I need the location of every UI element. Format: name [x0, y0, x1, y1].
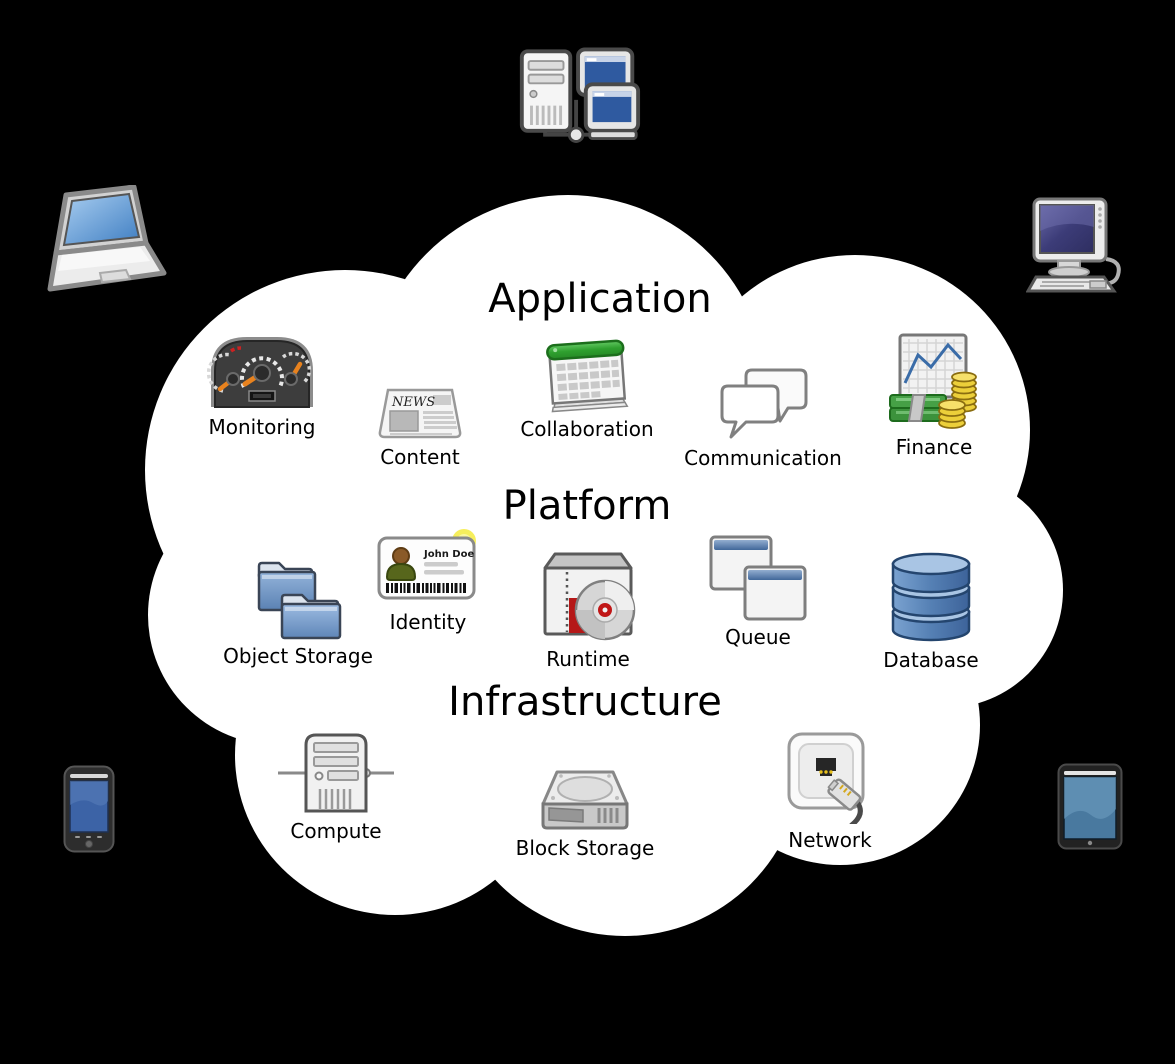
item-label: Communication	[684, 446, 842, 470]
item-queue: Queue	[678, 535, 838, 649]
item-label: Collaboration	[520, 417, 654, 441]
item-label: Block Storage	[515, 836, 655, 860]
item-label: Runtime	[546, 647, 630, 671]
tablet-icon	[1057, 763, 1123, 850]
item-object-storage: Object Storage	[198, 548, 398, 668]
money-chart-icon	[889, 333, 977, 429]
item-label: Compute	[290, 819, 382, 843]
item-label: Finance	[895, 435, 973, 459]
item-label: Database	[883, 648, 979, 672]
item-label: Queue	[725, 625, 791, 649]
item-label: Monitoring	[208, 415, 316, 439]
desktop-computer-icon	[1026, 197, 1121, 293]
device-laptop	[42, 185, 167, 300]
layer-title-application: Application	[488, 276, 712, 322]
item-label: Object Storage	[223, 644, 373, 668]
layer-title-platform: Platform	[502, 483, 672, 529]
device-tablet	[1057, 763, 1123, 850]
item-database: Database	[851, 550, 1011, 672]
item-content: NEWS Content	[340, 387, 500, 469]
ethernet-socket-plug-icon	[787, 732, 865, 824]
item-compute: Compute	[246, 731, 426, 843]
item-finance: Finance	[854, 333, 1014, 459]
item-monitoring: Monitoring	[182, 331, 342, 439]
item-label: Network	[788, 828, 872, 852]
item-collaboration: Collaboration	[497, 335, 677, 441]
item-runtime: Runtime	[508, 548, 668, 671]
windows-icon	[709, 535, 807, 621]
calendar-icon	[546, 339, 629, 413]
item-label: Identity	[389, 610, 467, 634]
layer-title-infrastructure: Infrastructure	[448, 679, 722, 725]
software-box-cd-icon	[543, 552, 636, 641]
item-identity: John Doe Identity	[348, 528, 508, 634]
item-network: Network	[740, 732, 920, 852]
folders-icon	[257, 561, 341, 640]
smartphone-icon	[63, 765, 115, 853]
chat-bubbles-icon	[720, 368, 807, 439]
gauge-dashboard-icon	[207, 337, 313, 408]
device-desktop	[1026, 197, 1121, 295]
device-servers	[516, 44, 642, 144]
item-communication: Communication	[653, 364, 873, 470]
item-label: Content	[380, 445, 460, 469]
device-smartphone	[63, 765, 115, 853]
database-cylinders-icon	[891, 552, 971, 642]
id-card-name-text: John Doe	[423, 549, 474, 560]
laptop-icon	[47, 185, 167, 292]
id-card-icon: John Doe	[377, 529, 476, 600]
server-tower-icon	[278, 733, 394, 813]
network-servers-icon	[519, 47, 641, 143]
hard-drive-icon	[541, 770, 629, 830]
item-block-storage: Block Storage	[485, 770, 685, 860]
newspaper-icon: NEWS	[378, 388, 462, 439]
news-masthead-text: NEWS	[391, 395, 435, 410]
